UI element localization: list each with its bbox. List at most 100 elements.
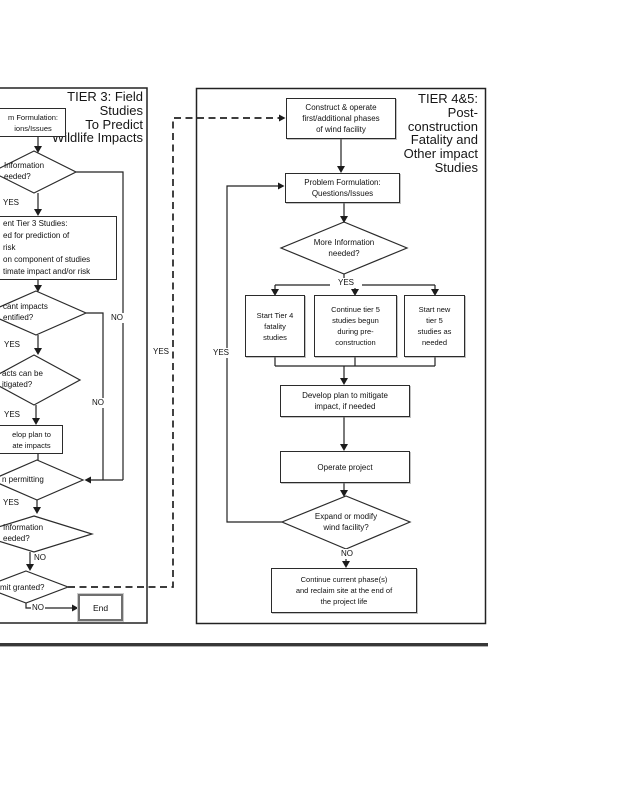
begin-permitting-diamond-text: n permitting xyxy=(2,474,44,485)
box-line: Construct & operate xyxy=(305,103,377,112)
operate-project-box: Operate project xyxy=(280,451,410,483)
box-line: impact, if needed xyxy=(314,402,376,411)
box-line: ate impacts xyxy=(12,440,51,450)
diamond-line: wind facility? xyxy=(323,523,369,532)
box-line: needed xyxy=(421,338,448,347)
title-line: Post- xyxy=(447,104,478,120)
yes-label: YES xyxy=(3,198,20,207)
box-line: during pre- xyxy=(337,327,374,336)
start-new-tier5-box: Start new tier 5 studies as needed xyxy=(404,295,465,357)
decision-diamonds xyxy=(0,150,412,604)
tier3-panel-border xyxy=(0,87,148,624)
box-line: construction xyxy=(335,338,376,347)
box-line: tier 5 xyxy=(426,316,443,325)
diamond-line: cant impacts xyxy=(3,302,48,311)
box-line: the project life xyxy=(320,597,368,606)
more-info-needed-diamond-text: More Information needed? xyxy=(284,237,404,259)
box-line: studies xyxy=(263,332,287,342)
box-line: ions/Issues xyxy=(14,123,52,133)
box-line: ent Tier 3 Studies: xyxy=(3,219,68,228)
box-line: studies as xyxy=(417,327,452,336)
problem-formulation-box-cropped: m Formulation: ions/Issues xyxy=(0,108,66,137)
diamond-line: entified? xyxy=(3,313,34,322)
arrowheads xyxy=(26,114,439,612)
end-box: End xyxy=(77,593,124,622)
title-line: Fatality and xyxy=(410,132,478,148)
diamond-line: acts can be xyxy=(2,369,43,378)
box-line: of wind facility xyxy=(316,125,366,134)
box-line: Continue current phase(s) xyxy=(300,575,388,584)
impacts-mitigated-diamond-text: acts can be itigated? xyxy=(2,368,43,390)
tier45-panel-title: TIER 4&5: Post- construction Fatality an… xyxy=(350,92,478,175)
begin-permitting-diamond xyxy=(0,459,85,501)
significant-impacts-diamond-text: cant impacts entified? xyxy=(3,301,48,323)
yes-label: YES xyxy=(4,340,21,349)
no-label: NO xyxy=(91,398,105,408)
diamond-line: Expand or modify xyxy=(314,512,378,521)
diamond-line: Information xyxy=(4,161,45,170)
impacts-mitigated-diamond xyxy=(0,354,82,406)
end-label: End xyxy=(92,602,109,613)
box-line: m Formulation: xyxy=(7,112,58,122)
box-line: Develop plan to mitigate xyxy=(302,391,388,400)
feedback-yes-label: YES xyxy=(212,348,231,358)
expand-modify-diamond-text: Expand or modify wind facility? xyxy=(286,511,406,533)
box-line: Continue tier 5 xyxy=(331,305,380,314)
diamond-line: itigated? xyxy=(2,380,33,389)
box-line: Start Tier 4 xyxy=(256,310,294,320)
diamond-line: Information xyxy=(3,523,44,532)
title-line: construction xyxy=(407,118,478,134)
box-line: risk xyxy=(3,243,16,252)
box-line: timate impact and/or risk xyxy=(3,267,91,276)
title-line: Studies xyxy=(99,102,143,118)
significant-impacts-diamond xyxy=(0,290,88,336)
no-label: NO xyxy=(110,313,124,323)
no-expand-label: NO xyxy=(334,549,360,559)
box-line: elop plan to xyxy=(12,429,51,439)
title-line: TIER 3: Field xyxy=(67,89,143,104)
box-line: Operate project xyxy=(317,462,373,472)
start-tier4-fatality-box: Start Tier 4 fatality studies xyxy=(245,295,305,357)
title-line: Wildlife Impacts xyxy=(51,130,143,146)
title-line: Studies xyxy=(434,159,478,175)
info-needed-diamond-text: Information eeded? xyxy=(4,160,44,182)
title-line: Other impact xyxy=(403,146,478,162)
diamond-line: eeded? xyxy=(3,534,30,543)
tier3-connector-lines xyxy=(25,137,124,609)
box-line: Start new xyxy=(418,305,451,314)
yes-split-label: YES xyxy=(330,278,362,288)
box-line: on component of studies xyxy=(3,255,91,264)
box-line: studies begun xyxy=(332,316,379,325)
bottom-divider-line xyxy=(0,643,488,647)
box-line: Problem Formulation: xyxy=(304,178,381,187)
box-line: fatality xyxy=(264,321,286,331)
title-line: TIER 4&5: xyxy=(418,91,478,106)
yes-label: YES xyxy=(4,410,21,419)
diamond-line: eeded? xyxy=(4,172,31,181)
continue-current-phase-box: Continue current phase(s) and reclaim si… xyxy=(271,568,417,613)
tier45-panel-border xyxy=(195,87,487,625)
diamond-line: mit granted? xyxy=(0,583,45,592)
info-needed2-diamond xyxy=(0,515,95,553)
box-line: and reclaim site at the end of xyxy=(295,586,393,595)
problem-formulation-box: Problem Formulation: Questions/Issues xyxy=(285,173,400,203)
construct-operate-box: Construct & operate first/additional pha… xyxy=(286,98,396,139)
dashed-yes-label: YES xyxy=(152,347,171,357)
no-label: NO xyxy=(33,553,47,563)
box-line: ed for prediction of xyxy=(3,231,70,240)
develop-mitigation-plan-box: Develop plan to mitigate impact, if need… xyxy=(280,385,410,417)
tier3-studies-box-cropped: ent Tier 3 Studies: ed for prediction of… xyxy=(0,216,117,280)
continue-tier5-box: Continue tier 5 studies begun during pre… xyxy=(314,295,397,357)
info-needed2-diamond-text: Information eeded? xyxy=(3,522,43,544)
title-line: To Predict xyxy=(85,116,143,132)
tier3-panel-title: TIER 3: Field Studies To Predict Wildlif… xyxy=(0,90,143,145)
yes-label: YES xyxy=(3,498,20,507)
permit-granted-diamond-text: mit granted? xyxy=(0,582,44,593)
box-line: first/additional phases xyxy=(302,114,380,123)
develop-mitigation-box-cropped: elop plan to ate impacts xyxy=(0,425,63,454)
info-needed-diamond xyxy=(0,150,78,194)
dashed-yes-connector xyxy=(68,117,279,588)
permit-granted-diamond xyxy=(0,570,70,604)
